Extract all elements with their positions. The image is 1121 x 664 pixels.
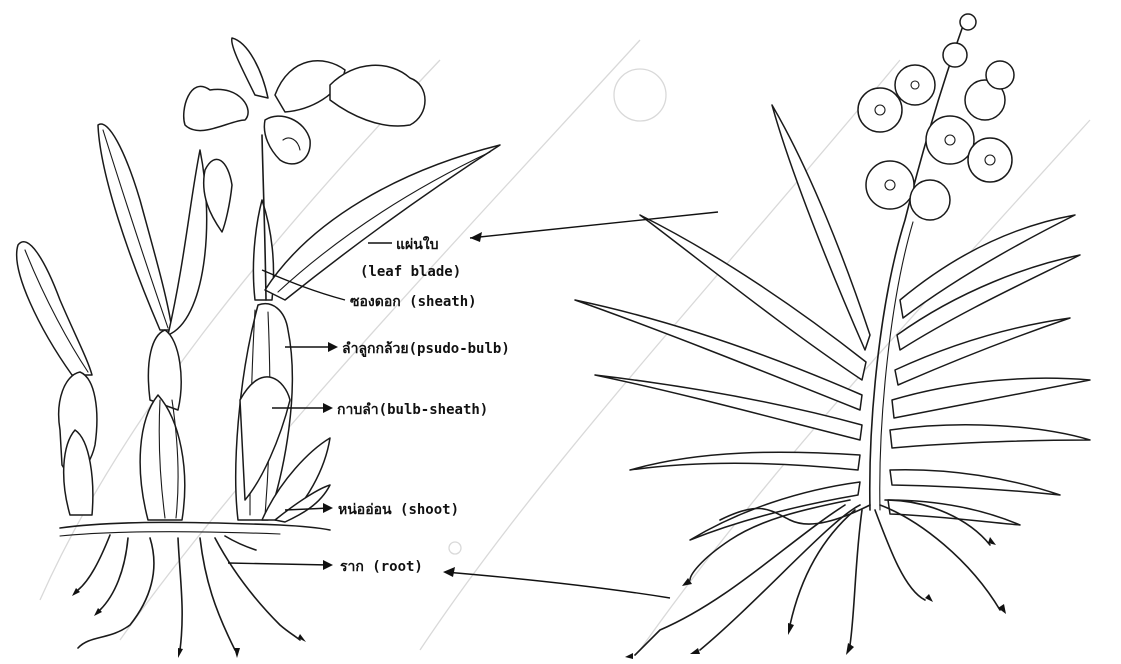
root-arrow-left	[228, 563, 330, 565]
label-pseudo-bulb: ลำลูกกล้วย(psudo-bulb)	[342, 341, 510, 357]
root-arrow-right	[445, 572, 670, 598]
label-shoot: หน่ออ่อน (shoot)	[338, 502, 459, 518]
right-roots	[625, 500, 1006, 659]
left-roots	[72, 535, 306, 658]
label-root: ราก (root)	[340, 559, 423, 575]
leaf-blade-arrow-right	[470, 212, 718, 238]
label-leaf-blade-english: (leaf blade)	[360, 264, 461, 280]
labels: แผ่นใบ (leaf blade) ซองดอก (sheath) ลำลู…	[337, 235, 510, 575]
vanda-flowers	[858, 14, 1014, 220]
label-bulb-sheath: กาบลำ(bulb-sheath)	[337, 402, 488, 418]
vanda-orchid-drawing	[575, 14, 1090, 659]
label-leaf-blade-thai: แผ่นใบ	[396, 235, 439, 253]
label-sheath: ซองดอก (sheath)	[350, 294, 477, 310]
